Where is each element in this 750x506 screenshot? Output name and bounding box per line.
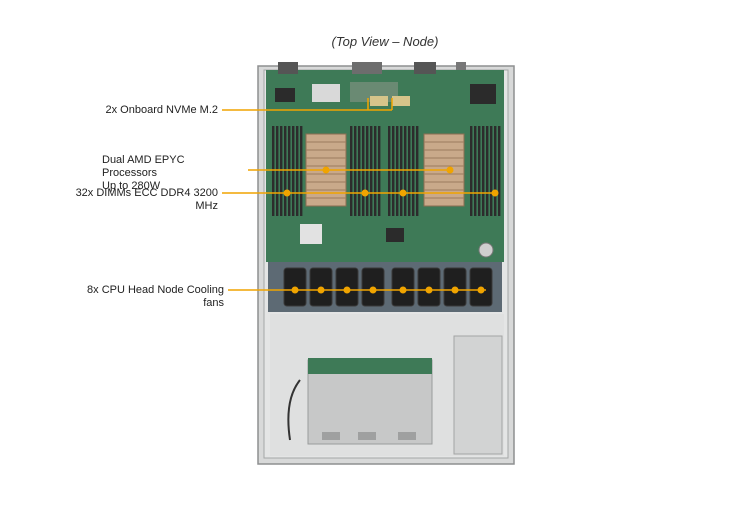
dot-fan-6	[425, 286, 433, 294]
riser-bracket	[453, 335, 503, 455]
board-battery	[478, 242, 494, 258]
cable-loop	[287, 379, 301, 441]
dimm-bank-3	[388, 126, 419, 216]
rear-connector-right	[414, 62, 436, 74]
nvme-slot-2	[392, 96, 410, 106]
dimm-bank-1	[272, 126, 303, 216]
rear-connector-left	[278, 62, 298, 74]
board-chip-2	[312, 84, 340, 102]
callout-cpu-line2: Up to 280W	[102, 180, 161, 192]
callout-cpu-line1: Dual AMD EPYC Processors	[102, 154, 185, 179]
rear-connector-small	[456, 62, 466, 70]
callout-cpu-label: Dual AMD EPYC Processors Up to 280W	[102, 154, 242, 193]
rear-connector-vga	[352, 62, 382, 74]
callout-nvme-label: 2x Onboard NVMe M.2	[105, 104, 219, 116]
dot-dimm-2	[361, 189, 369, 197]
board-chip-4	[470, 84, 496, 104]
board-chip-1	[275, 88, 295, 102]
cooling-fans	[283, 267, 493, 307]
dot-fan-4	[369, 286, 377, 294]
dot-fan-8	[477, 286, 485, 294]
dot-cpu-1	[322, 166, 330, 174]
callout-dots	[283, 166, 499, 294]
dot-fan-5	[399, 286, 407, 294]
dimm-bank-2	[350, 126, 381, 216]
dot-fan-2	[317, 286, 325, 294]
dot-dimm-4	[491, 189, 499, 197]
dot-dimm-1	[283, 189, 291, 197]
drive-slot-1	[322, 432, 340, 440]
dot-fan-1	[291, 286, 299, 294]
nvme-slot-1	[370, 96, 388, 106]
callout-dimm-label: 32x DIMMs ECC DDR4 3200 MHz	[75, 187, 218, 212]
dimm-bank-4	[470, 126, 501, 216]
backplane-board	[308, 358, 432, 374]
drive-slot-2	[358, 432, 376, 440]
diagram-title: (Top View – Node)	[331, 34, 439, 49]
dot-cpu-2	[446, 166, 454, 174]
dot-dimm-3	[399, 189, 407, 197]
board-chip-6	[386, 228, 404, 242]
callout-fans-label: 8x CPU Head Node Cooling fans	[87, 284, 224, 309]
dot-fan-3	[343, 286, 351, 294]
dot-fan-7	[451, 286, 459, 294]
board-chip-5	[300, 224, 322, 244]
drive-slot-3	[398, 432, 416, 440]
